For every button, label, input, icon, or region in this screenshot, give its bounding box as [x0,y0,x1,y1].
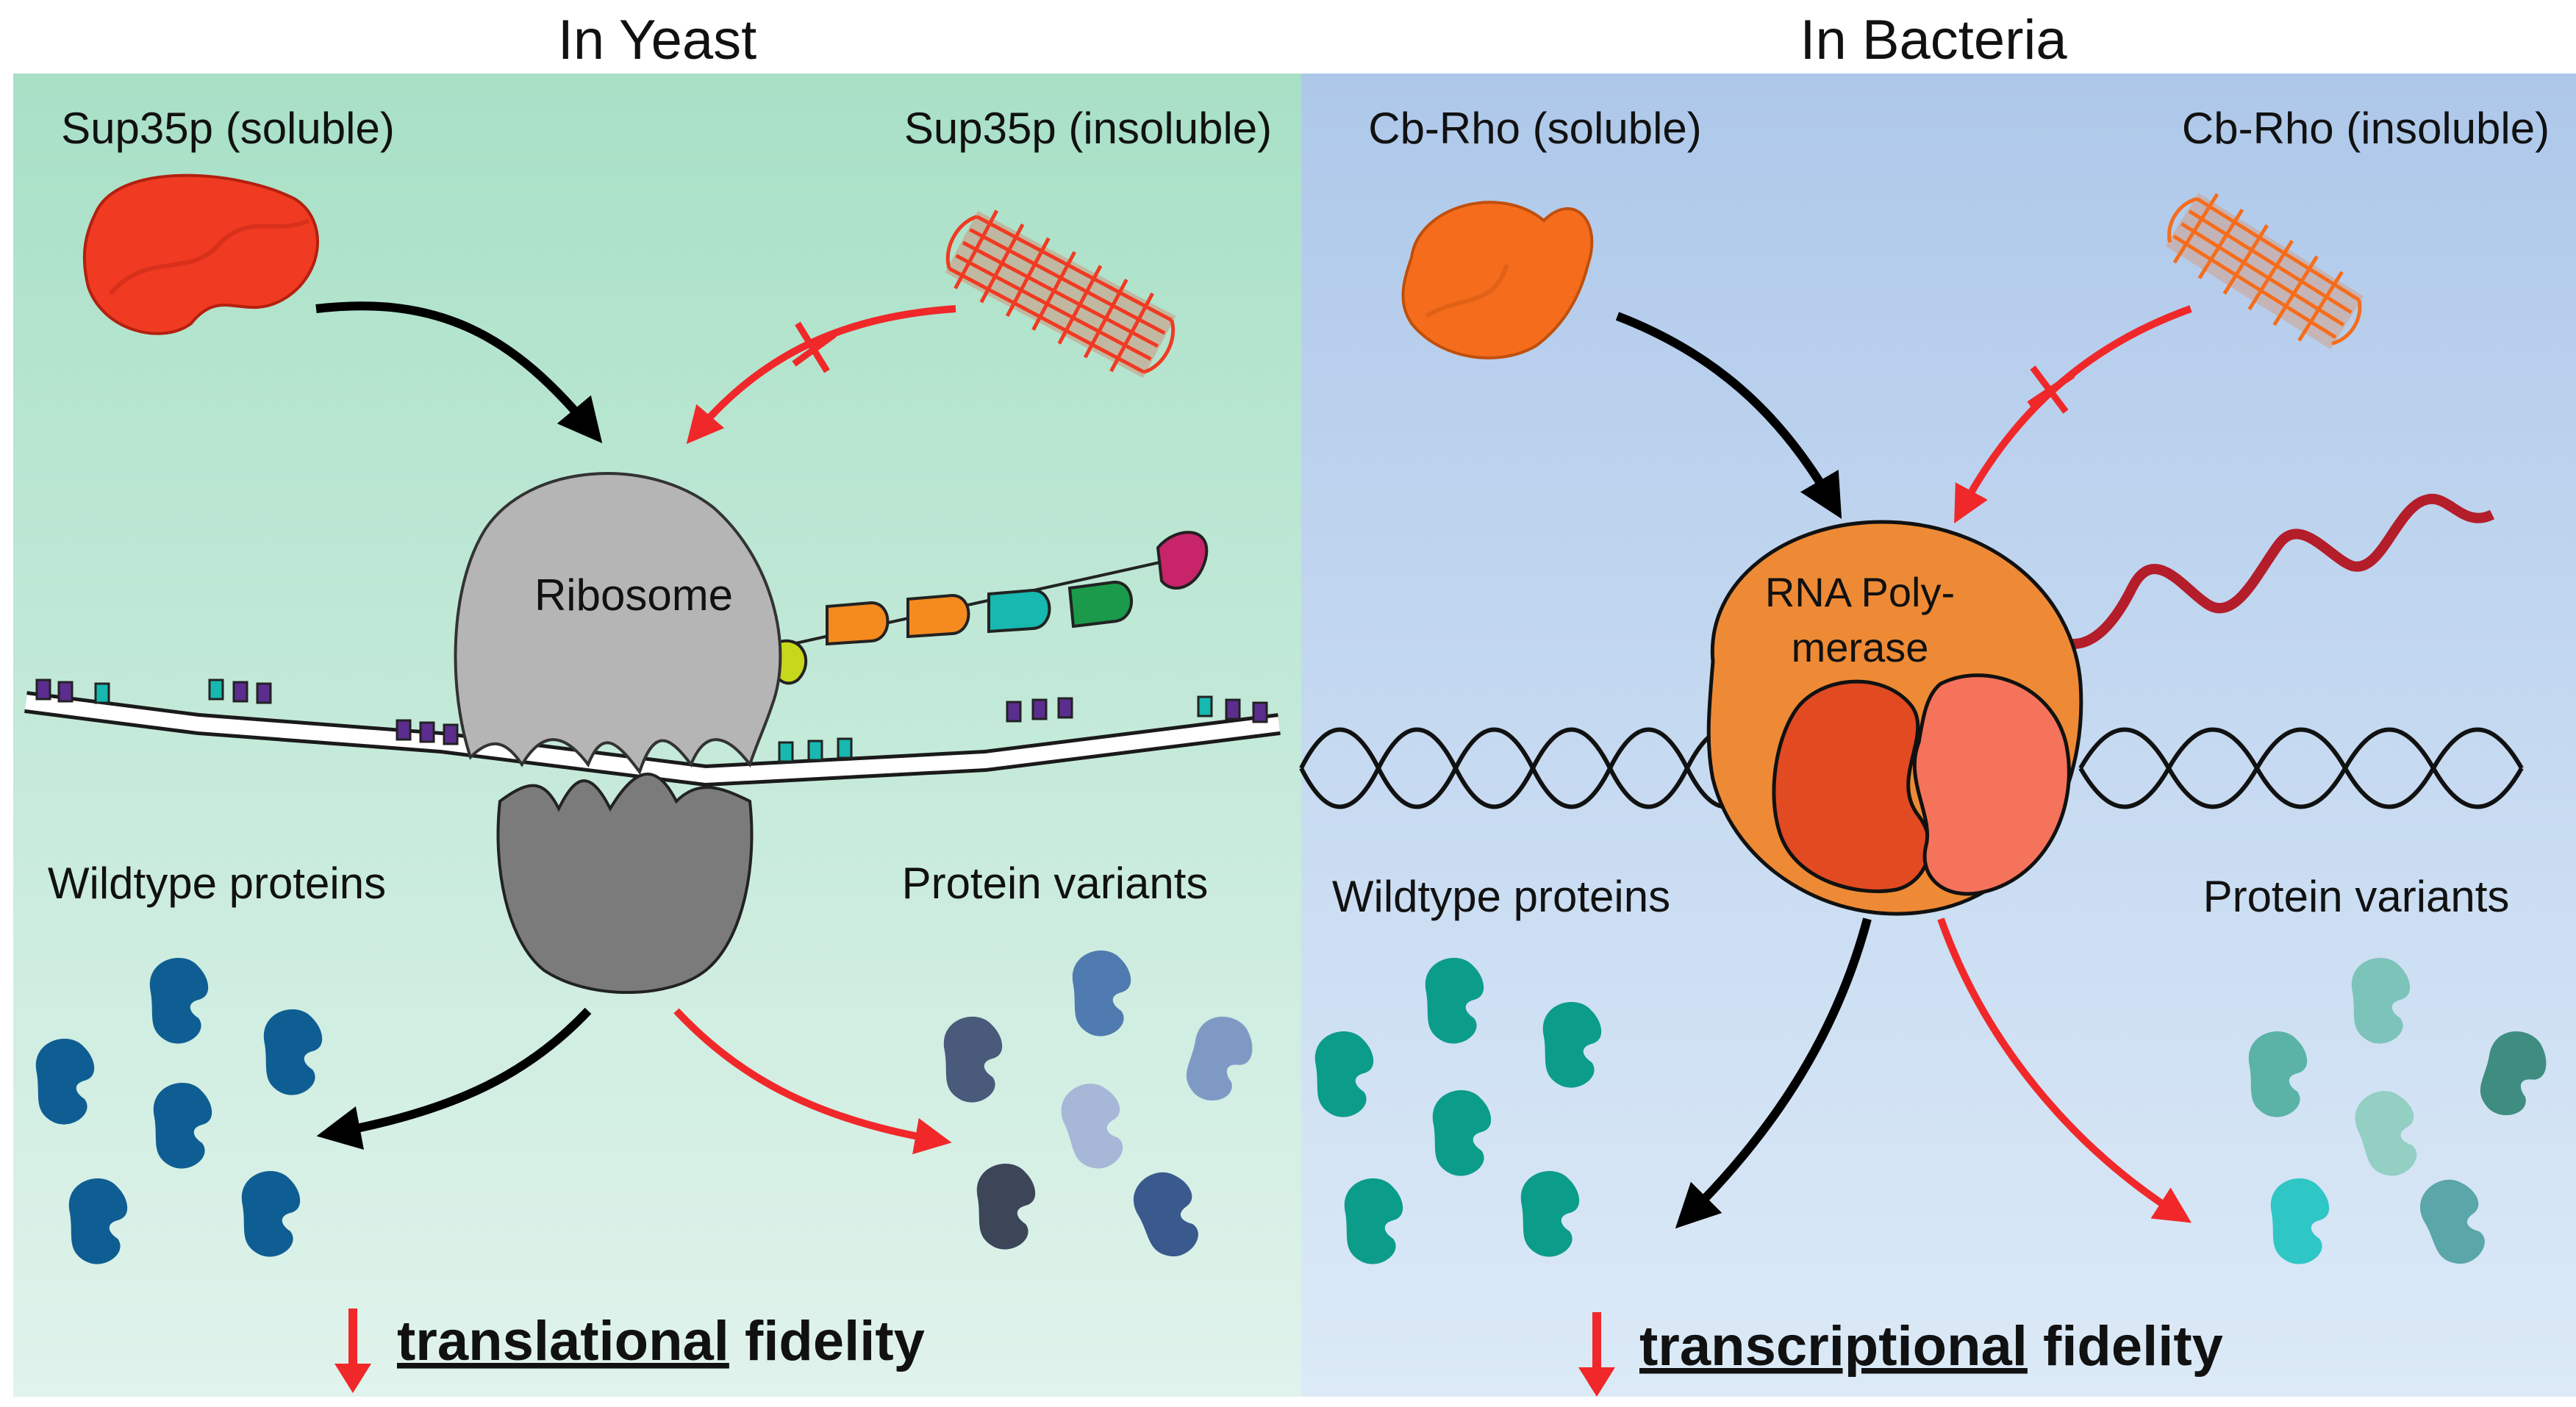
bacteria-variants-label: Protein variants [2203,872,2510,921]
bacteria-footer-emphasis: transcriptional [1639,1315,2028,1378]
bacteria-footer: transcriptional fidelity [1578,1312,2223,1397]
ribosome-to-wildtype-arrow [316,1007,592,1150]
cbrho-insoluble-label: Cb-Rho (insoluble) [2182,104,2550,153]
ribosome-small-subunit [496,773,754,994]
polymerase-to-wildtype-arrow [1675,917,1872,1229]
blocked-cross-icon-bacteria [2027,365,2075,414]
sup35-soluble-label: Sup35p (soluble) [61,104,395,153]
transcript-rna-wave [2040,493,2495,650]
yeast-footer-emphasis: translational [397,1310,729,1372]
sup35-insoluble-label: Sup35p (insoluble) [904,104,1272,153]
polymerase-label-line2: merase [1792,624,1929,670]
yeast-footer-rest: fidelity [729,1310,925,1372]
sup35-soluble-protein-icon [82,173,319,335]
nascent-peptide-chain [770,531,1209,685]
mrna-strand [24,679,1281,787]
ribosome-label: Ribosome [534,570,733,620]
yeast-footer: translational fidelity [334,1308,925,1393]
svg-text:transcriptional fidelity: transcriptional fidelity [1639,1315,2223,1378]
bacteria-panel-title: In Bacteria [1800,9,2067,71]
polymerase-subunit-right [1912,673,2071,896]
cbrho-soluble-label: Cb-Rho (soluble) [1368,104,1702,153]
down-arrow-icon-bacteria [1578,1367,1615,1397]
soluble-to-ribosome-arrow [315,301,603,444]
ribosome-large-subunit [454,472,782,776]
sup35-amyloid-fibril-icon [945,210,1176,378]
polymerase-to-variants-arrow [1937,917,2192,1223]
svg-text:translational fidelity: translational fidelity [397,1310,925,1372]
cbrho-amyloid-fibril-icon [2165,193,2364,350]
blocked-cross-icon [792,321,837,373]
bacteria-footer-rest: fidelity [2028,1315,2223,1378]
polymerase-subunit-left [1772,679,1931,893]
bacteria-wildtype-label: Wildtype proteins [1332,872,1670,921]
soluble-to-polymerase-arrow [1615,312,1842,519]
yeast-variants-label: Protein variants [902,859,1209,908]
polymerase-label-line1: RNA Poly- [1765,569,1955,615]
down-arrow-icon [334,1364,371,1393]
ribosome-to-variants-arrow [673,1008,952,1155]
yeast-panel-title: In Yeast [558,9,757,71]
yeast-wildtype-label: Wildtype proteins [48,859,386,908]
